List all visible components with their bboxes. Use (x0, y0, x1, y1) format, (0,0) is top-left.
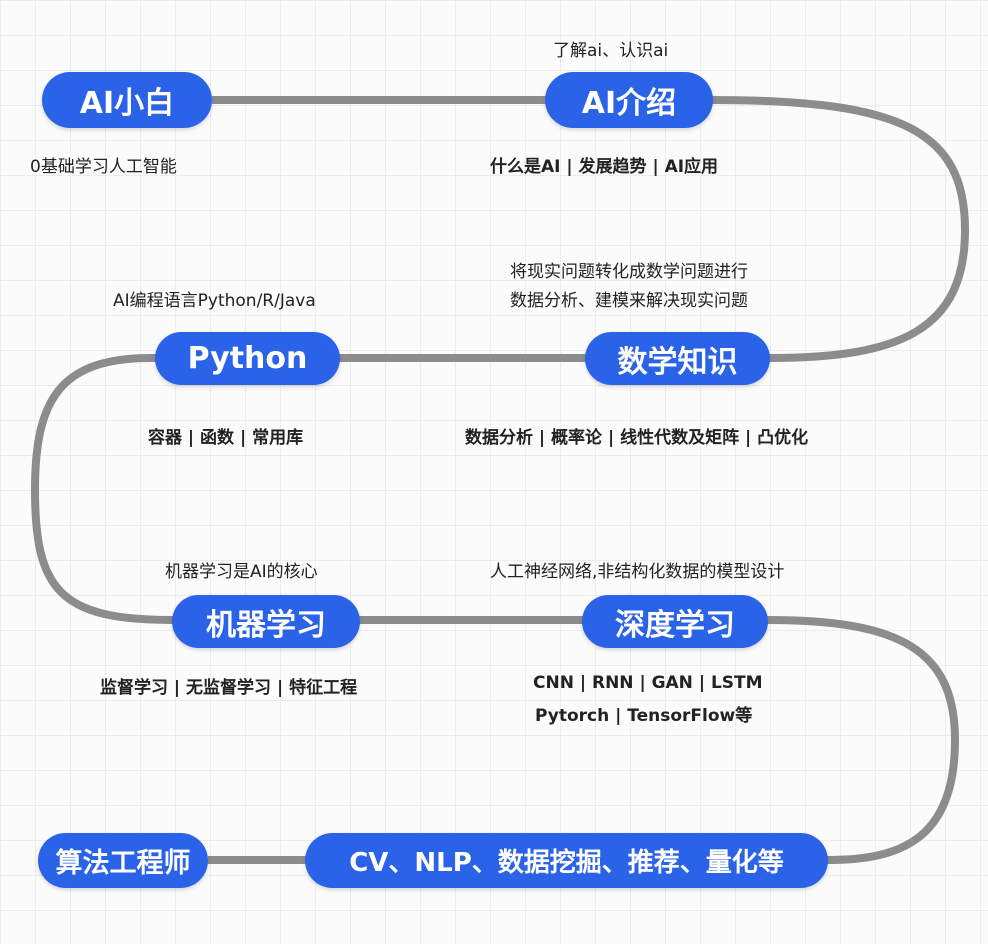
note-math-below: 数据分析 | 概率论 | 线性代数及矩阵 | 凸优化 (465, 428, 809, 448)
node-ai-intro: AI介绍 (545, 72, 713, 128)
node-applications: CV、NLP、数据挖掘、推荐、量化等 (305, 833, 828, 888)
note-dl-above: 人工神经网络,非结构化数据的模型设计 (490, 562, 785, 582)
node-math: 数学知识 (585, 332, 770, 385)
node-machine-learning: 机器学习 (172, 595, 360, 648)
note-math-above-2: 数据分析、建模来解决现实问题 (510, 291, 748, 311)
note-dl-below-2: Pytorch | TensorFlow等 (535, 706, 753, 726)
node-algorithm-engineer: 算法工程师 (38, 833, 208, 888)
note-math-above-1: 将现实问题转化成数学问题进行 (510, 262, 748, 282)
node-ai-beginner: AI小白 (42, 72, 212, 128)
note-python-below: 容器 | 函数 | 常用库 (148, 428, 304, 448)
note-ml-above: 机器学习是AI的核心 (165, 562, 318, 582)
note-ai-intro-above: 了解ai、认识ai (553, 41, 669, 61)
note-python-above: AI编程语言Python/R/Java (113, 291, 316, 311)
note-dl-below-1: CNN | RNN | GAN | LSTM (533, 673, 763, 693)
note-ai-intro-below: 什么是AI | 发展趋势 | AI应用 (490, 157, 719, 177)
node-deep-learning: 深度学习 (582, 595, 768, 648)
node-python: Python (155, 332, 340, 385)
note-ml-below: 监督学习 | 无监督学习 | 特征工程 (100, 678, 358, 698)
note-ai-beginner: 0基础学习人工智能 (30, 157, 177, 177)
